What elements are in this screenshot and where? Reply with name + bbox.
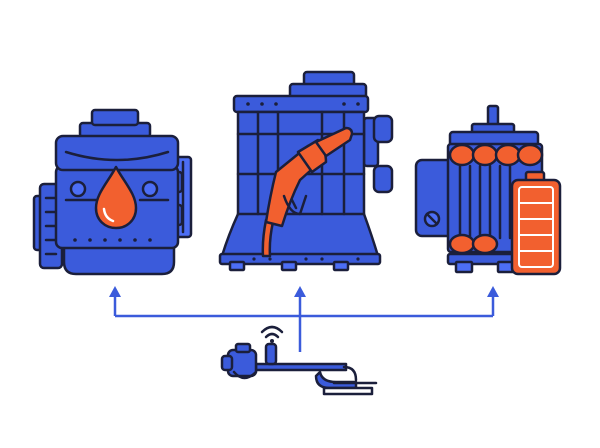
fuel-nozzle-icon [261,126,354,258]
engine-fuel-nozzle-icon [218,70,394,272]
engine-oil-drop-icon [32,108,193,276]
motor-battery-icon [414,104,562,276]
wifi-icon [260,325,284,343]
arrowhead-center [294,286,306,297]
connector-lines [109,286,499,352]
wireless-string-trimmer-icon [220,325,378,396]
arrowhead-left [109,286,121,297]
arrowhead-right [487,286,499,297]
battery-icon [510,170,562,276]
